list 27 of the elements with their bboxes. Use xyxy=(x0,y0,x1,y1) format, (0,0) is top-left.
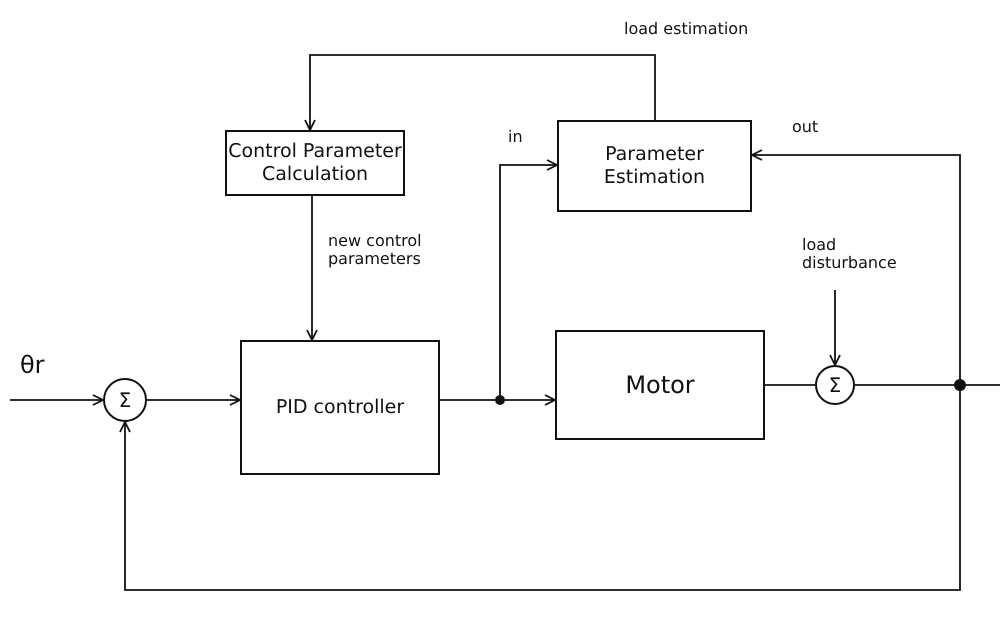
signal-line xyxy=(765,384,815,386)
signal-arrow xyxy=(304,54,656,131)
junction-dot xyxy=(954,379,966,391)
signal-arrow xyxy=(829,290,841,366)
junction-dot xyxy=(495,395,505,405)
sigma-symbol: Σ xyxy=(118,388,132,412)
signal-line xyxy=(855,384,954,386)
signal-arrow xyxy=(751,149,961,379)
block xyxy=(225,130,405,196)
block xyxy=(555,330,765,440)
block-label: Parameter Estimation xyxy=(602,143,706,189)
block xyxy=(240,340,440,475)
signal-arrow xyxy=(10,394,104,406)
signal-arrow xyxy=(119,391,961,591)
signal-arrow xyxy=(499,159,558,395)
block-label: Control Parameter Calculation xyxy=(227,140,403,186)
signal-arrow xyxy=(306,196,318,341)
signal-arrow xyxy=(505,394,556,406)
summing-junction xyxy=(815,365,855,405)
signal-arrow xyxy=(147,394,241,406)
summing-junction xyxy=(103,378,147,422)
sigma-symbol: Σ xyxy=(828,373,842,397)
block-label: Motor xyxy=(625,370,695,400)
block xyxy=(557,120,752,212)
signal-line xyxy=(440,399,495,401)
block-label: PID controller xyxy=(276,396,404,419)
signal-line xyxy=(966,384,1000,386)
